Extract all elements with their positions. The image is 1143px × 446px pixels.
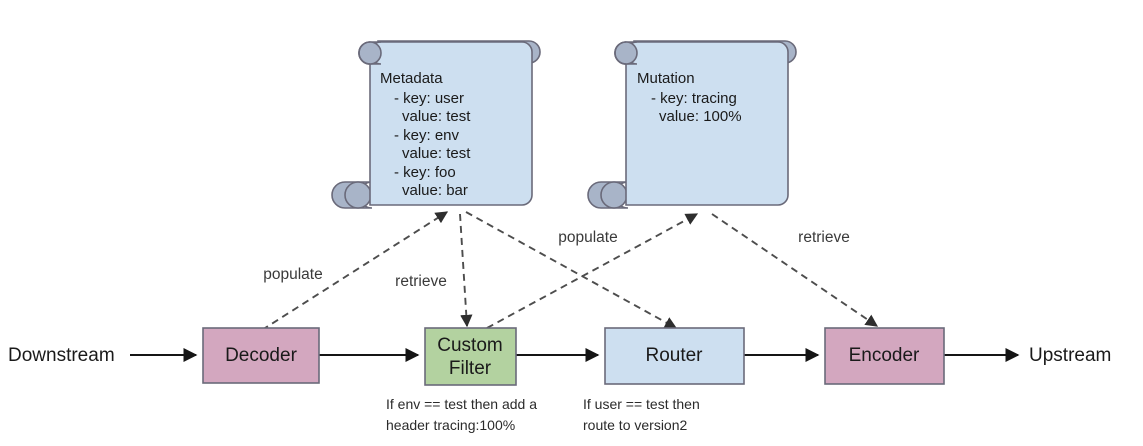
scroll-metadata-title: Metadata	[380, 70, 443, 87]
edge-metadata-retrieve-customfilter	[459, 213, 473, 328]
edge-label-populate-metadata: populate	[263, 266, 322, 283]
scroll-metadata[interactable]: Metadata - key: user value: test - key: …	[331, 40, 541, 209]
note-custom-filter: If env == test then add a header tracing…	[386, 396, 537, 433]
edge-label-retrieve-metadata: retrieve	[395, 273, 447, 290]
scroll-metadata-line-0: - key: user	[394, 90, 464, 107]
note-custom-filter-line1: If env == test then add a	[386, 396, 537, 412]
node-custom-filter-label-line1: Custom	[437, 335, 502, 356]
edge-metadata-to-router	[465, 211, 678, 329]
node-encoder[interactable]: Encoder	[824, 327, 945, 385]
edge-label-populate-mutation: populate	[558, 229, 617, 246]
note-router-line2: route to version2	[583, 417, 687, 433]
scroll-mutation-title: Mutation	[637, 70, 695, 87]
node-custom-filter[interactable]: Custom Filter	[424, 327, 517, 386]
note-custom-filter-line2: header tracing:100%	[386, 417, 515, 433]
edge-mutation-retrieve-encoder	[711, 213, 879, 327]
scroll-mutation-line-0: - key: tracing	[651, 90, 737, 107]
node-custom-filter-label-line2: Filter	[449, 358, 492, 379]
edge-label-retrieve-mutation: retrieve	[798, 229, 850, 246]
edge-customfilter-populate-mutation	[486, 213, 699, 329]
scroll-metadata-line-2: - key: env	[394, 127, 460, 144]
edge-decoder-populate-metadata	[261, 211, 449, 331]
endpoint-downstream-label: Downstream	[8, 345, 115, 366]
node-router[interactable]: Router	[604, 327, 745, 385]
scroll-metadata-line-4: - key: foo	[394, 164, 456, 181]
scroll-mutation[interactable]: Mutation - key: tracing value: 100%	[587, 40, 797, 209]
node-decoder[interactable]: Decoder	[202, 327, 320, 384]
scroll-metadata-line-3: value: test	[402, 145, 471, 162]
scroll-metadata-line-1: value: test	[402, 108, 471, 125]
node-encoder-label: Encoder	[849, 345, 920, 366]
scroll-mutation-line-1: value: 100%	[659, 108, 742, 125]
endpoint-upstream-label: Upstream	[1029, 345, 1111, 366]
node-decoder-label: Decoder	[225, 345, 297, 366]
note-router: If user == test then route to version2	[583, 396, 700, 433]
node-router-label: Router	[645, 345, 703, 366]
note-router-line1: If user == test then	[583, 396, 700, 412]
scroll-metadata-line-5: value: bar	[402, 182, 468, 199]
